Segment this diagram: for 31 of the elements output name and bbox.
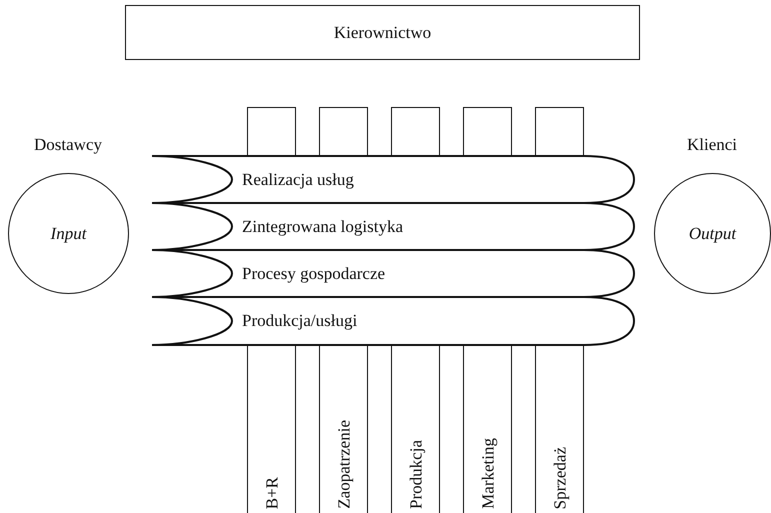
management-box [125,5,640,60]
io-circle [8,173,129,294]
column-label: Sprzedaż [551,446,568,509]
function-column [463,345,512,513]
band-label: Produkcja/usługi [242,311,358,331]
side-label: Klienci [686,135,738,155]
band-label: Zintegrowana logistyka [242,216,403,236]
column-top-box [463,107,512,157]
column-label: Marketing [479,438,496,509]
function-column [535,345,584,513]
function-column [319,345,368,513]
column-top-box [247,107,296,157]
process-band [152,156,634,203]
column-top-box [535,107,584,157]
process-band [152,203,634,250]
band-label: Procesy gospodarcze [242,264,386,284]
box-label: Kierownictwo [334,22,432,42]
circle-label: Output [688,224,736,244]
function-column [391,345,440,513]
column-label: B+R [263,476,280,509]
column-top-box [319,107,368,157]
column-top-box [391,107,440,157]
side-label: Dostawcy [34,135,102,155]
band-label: Realizacja usług [242,170,354,190]
column-label: Zaopatrzenie [335,420,352,509]
function-column [247,345,296,513]
process-band [152,250,634,297]
circle-label: Input [50,224,86,244]
column-label: Produkcja [407,440,424,509]
io-circle [654,173,771,294]
process-band [152,297,634,345]
